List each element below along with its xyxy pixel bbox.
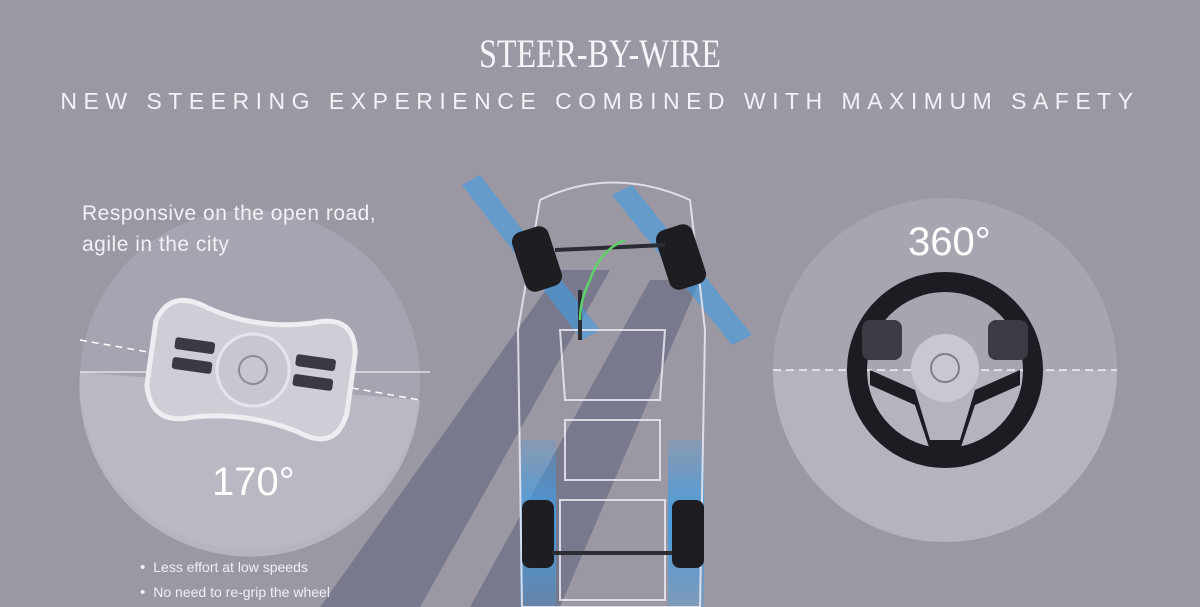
benefit-item: Less effort at low speeds — [140, 555, 330, 580]
page-title: STEER-BY-WIRE — [479, 31, 721, 76]
angle-label-170: 170° — [212, 460, 295, 504]
page-subtitle: NEW STEERING EXPERIENCE COMBINED WITH MA… — [60, 88, 1140, 114]
car-wheels — [511, 224, 707, 568]
benefit-item: No need to re-grip the wheel — [140, 580, 330, 605]
tagline-line-2: agile in the city — [82, 233, 230, 256]
tagline-line-1: Responsive on the open road, — [82, 202, 377, 225]
benefits-list: Less effort at low speeds No need to re-… — [140, 555, 330, 605]
angle-label-360: 360° — [908, 220, 991, 264]
yoke-steering-icon — [144, 298, 358, 442]
wire-signal-line — [578, 238, 626, 321]
tagline: Responsive on the open road, agile in th… — [82, 198, 376, 260]
round-steering-wheel-icon — [847, 272, 1043, 468]
